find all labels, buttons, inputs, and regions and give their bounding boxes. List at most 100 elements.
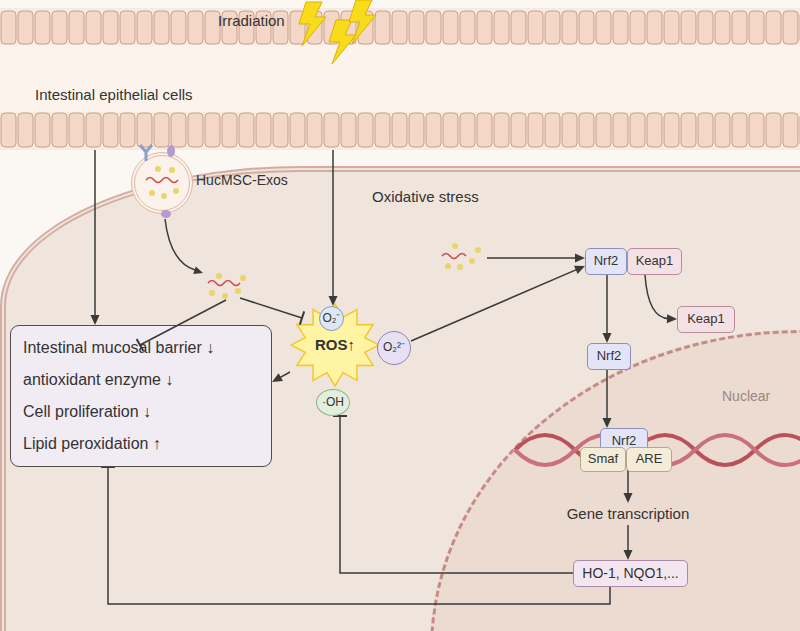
node-text: Smaf — [588, 452, 618, 467]
connector — [411, 266, 585, 341]
connector-line — [340, 416, 573, 573]
cargo-dot — [222, 293, 228, 299]
cargo-dot — [173, 188, 179, 194]
connector — [272, 372, 290, 382]
cargo-dot — [469, 258, 475, 264]
release-arrow — [165, 219, 195, 270]
node-text: Intestinal mucosal barrier ↓ — [23, 339, 214, 357]
cargo-dot — [240, 275, 246, 281]
arrow-head — [575, 254, 585, 263]
text-holder: O₂²⁻ — [378, 332, 410, 364]
inhibition-bar — [101, 466, 115, 468]
node-text: O₂⁻ — [323, 312, 341, 326]
connector — [603, 275, 612, 343]
arrow-head — [603, 418, 612, 428]
arrow-head — [667, 314, 677, 323]
connector-line — [606, 275, 608, 335]
nrf2-box: Nrf2 — [587, 343, 631, 370]
node-text: Gene transcription — [567, 505, 690, 522]
inhibition-bar — [300, 311, 304, 324]
cargo-dot — [235, 288, 241, 294]
text-holder: Keap1 — [678, 307, 734, 332]
node-text: Lipid peroxidation ↑ — [23, 435, 161, 453]
receptor-protein — [161, 210, 171, 218]
arrow-head — [272, 373, 283, 382]
target-genes-box: HO-1, NQO1,... — [573, 560, 688, 587]
connector — [645, 275, 677, 323]
connector — [329, 150, 338, 306]
connector-line — [279, 372, 290, 378]
node-text: ARE — [636, 452, 663, 467]
node-text: HucMSC-Exos — [196, 172, 288, 188]
cargo-dot — [457, 264, 463, 270]
arrow-head — [91, 315, 100, 325]
lightning-bolt — [349, 0, 376, 44]
nrf2-box: Nrf2 — [585, 248, 627, 275]
connector-line — [645, 275, 669, 319]
node-text: Keap1 — [687, 312, 725, 327]
are-box: ARE — [626, 447, 672, 472]
smaf-box: Smaf — [580, 447, 626, 472]
node-text: Oxidative stress — [372, 188, 479, 205]
connector-line — [627, 454, 629, 495]
node-text: Nrf2 — [594, 254, 619, 269]
arrow-head — [624, 493, 633, 503]
text-holder: Intestinal mucosal barrier ↓ antioxidant … — [11, 326, 271, 466]
connector-line — [94, 150, 96, 317]
cell-body: Oxidative stressIntestinal mucosal barri… — [0, 166, 800, 631]
text-holder: Smaf — [581, 448, 625, 471]
text-holder: O₂⁻ — [320, 307, 343, 330]
arrow-head — [624, 550, 633, 560]
rna-strand — [146, 178, 178, 183]
epithelial-cell-row — [0, 112, 800, 148]
peroxide-circle: O₂²⁻ — [377, 331, 411, 365]
process-label: Gene transcription — [560, 503, 696, 525]
node-text: Nrf2 — [597, 349, 622, 364]
hydroxyl-circle: ·OH — [316, 389, 350, 416]
rna-strand — [208, 281, 240, 286]
connector — [333, 416, 573, 573]
keap1-box: Keap1 — [627, 248, 682, 275]
node-text: antioxidant enzyme ↓ — [23, 371, 173, 389]
connector-line — [606, 370, 608, 420]
rna-strand — [442, 254, 466, 259]
text-holder: ·OH — [317, 390, 349, 415]
connector — [624, 525, 633, 560]
node-text: Nuclear — [722, 388, 770, 404]
cargo-dot — [161, 193, 167, 199]
text-holder: HO-1, NQO1,... — [574, 561, 687, 586]
node-text: HO-1, NQO1,... — [582, 565, 678, 581]
receptor-protein — [140, 145, 152, 161]
cargo-dot — [445, 263, 451, 269]
node-text: Intestinal epithelial cells — [35, 86, 193, 103]
activation-line — [487, 257, 576, 259]
arrow-head — [329, 296, 338, 306]
epithelial-cell-row — [0, 10, 800, 45]
arrow-head — [603, 333, 612, 343]
dna-strand — [515, 435, 800, 465]
cargo-dot — [155, 166, 161, 172]
dna-strand — [515, 435, 800, 465]
epithelium-band: Intestinal epithelial cells — [0, 8, 800, 150]
arrow-head — [193, 266, 203, 274]
inhibition-line — [240, 298, 302, 318]
lightning-bolt — [299, 2, 326, 46]
connector-line — [332, 150, 334, 298]
connector — [624, 454, 633, 503]
arrow-head — [574, 266, 585, 274]
cargo-dot — [209, 290, 215, 296]
cargo-dot — [216, 273, 222, 279]
text-holder: Keap1 — [628, 249, 681, 274]
text-holder: Nrf2 — [586, 249, 626, 274]
connector — [91, 150, 100, 325]
inhibition-line — [140, 300, 226, 345]
cargo-dot — [452, 243, 458, 249]
keap1-box: Keap1 — [677, 306, 735, 333]
exosome: HucMSC-Exos — [131, 152, 193, 214]
node-text: ·OH — [322, 396, 344, 410]
node-text: Cell proliferation ↓ — [23, 403, 151, 421]
stimulus-label: Irradiation — [218, 12, 285, 29]
node-text: ROS↑ — [315, 336, 355, 353]
lumen-strip — [0, 45, 800, 112]
